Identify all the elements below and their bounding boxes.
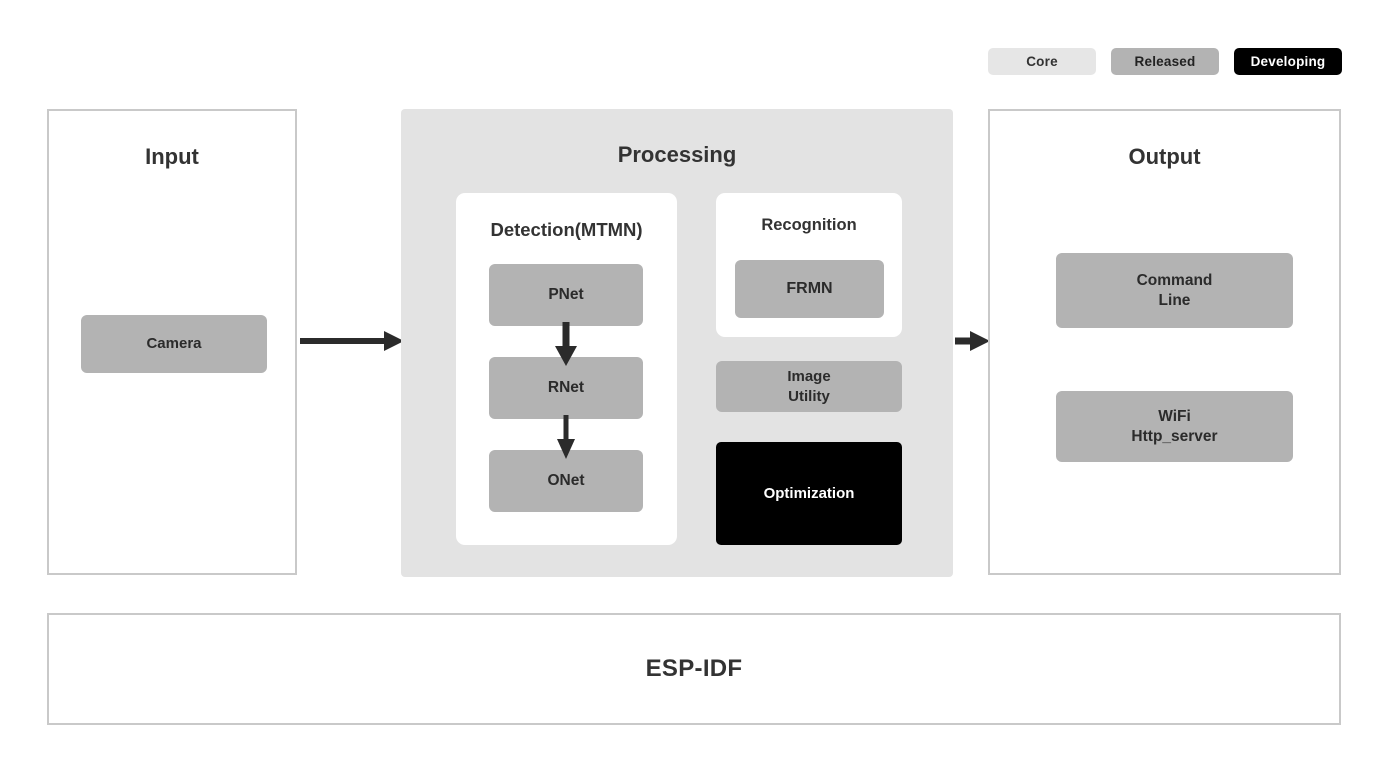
arrow-processing-to-output-icon [955,331,990,351]
arrow-rnet-to-onet-icon [557,415,575,459]
arrow-pnet-to-rnet-icon [555,322,577,366]
input-panel: Input Camera [47,109,297,575]
wifi-http-server-box: WiFi Http_server [1056,391,1293,462]
esp-idf-label: ESP-IDF [645,655,743,682]
optimization-box: Optimization [716,442,902,545]
arrow-input-to-processing-icon [300,331,404,351]
recognition-subpanel: Recognition FRMN [716,193,902,337]
legend-item-developing: Developing [1234,48,1342,75]
image-utility-label-line1: Image [787,368,831,386]
detection-subpanel: Detection(MTMN) PNet RNet ONet [456,193,677,545]
processing-panel: Processing Detection(MTMN) PNet RNet ONe… [401,109,953,577]
command-line-label-line2: Line [1158,291,1191,309]
image-utility-label-line2: Utility [788,387,830,405]
camera-box: Camera [81,315,267,373]
frmn-box: FRMN [735,260,884,318]
processing-panel-title: Processing [617,142,737,167]
output-panel: Output Command Line WiFi Http_server [988,109,1341,575]
legend-label-developing: Developing [1250,54,1326,69]
legend: Core Released Developing [988,48,1342,75]
pnet-label: PNet [548,286,584,304]
command-line-label-line1: Command [1136,271,1213,289]
wifi-label-line2: Http_server [1131,427,1218,445]
onet-box: ONet [489,450,643,512]
legend-label-core: Core [1026,54,1058,69]
legend-item-released: Released [1111,48,1219,75]
image-utility-box: Image Utility [716,361,902,412]
camera-label: Camera [146,335,202,353]
detection-subpanel-title: Detection(MTMN) [490,219,643,240]
frmn-label: FRMN [786,279,833,297]
input-panel-title: Input [145,144,199,169]
optimization-label: Optimization [763,484,855,502]
command-line-box: Command Line [1056,253,1293,328]
legend-label-released: Released [1134,54,1196,69]
onet-label: ONet [547,472,585,490]
rnet-box: RNet [489,357,643,419]
rnet-label: RNet [547,379,585,397]
pnet-box: PNet [489,264,643,326]
wifi-label-line1: WiFi [1158,407,1191,425]
output-panel-title: Output [1128,144,1201,169]
recognition-subpanel-title: Recognition [761,216,857,234]
legend-item-core: Core [988,48,1096,75]
esp-idf-bar: ESP-IDF [47,613,1341,725]
